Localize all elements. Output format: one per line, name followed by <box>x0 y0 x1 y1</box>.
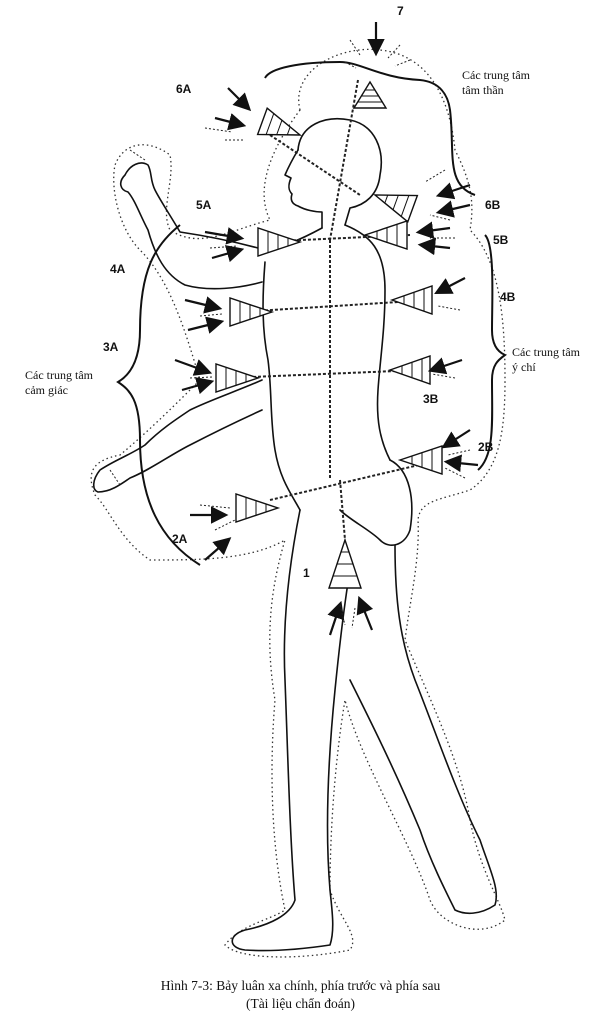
will-centers-label: Các trung tâm ý chí <box>512 345 580 374</box>
radiation-strokes <box>109 39 471 629</box>
chakra-cone-4a <box>229 297 275 327</box>
mental-centers-label: Các trung tâm tâm thần <box>462 68 530 97</box>
group-brackets <box>116 60 508 566</box>
chakra-cone-4b <box>389 285 433 315</box>
chakra-cone-6b <box>373 194 419 224</box>
mental-bracket <box>264 60 476 196</box>
chakra-label-1: 1 <box>303 566 310 580</box>
chakra-cone-5a <box>257 227 303 257</box>
chakra-label-5b: 5B <box>493 233 509 247</box>
chakra-label-3b: 3B <box>423 392 439 406</box>
chakra-cone-2b <box>397 445 443 475</box>
chakra-cone-3b <box>387 355 431 385</box>
chakra-label-3a: 3A <box>103 340 119 354</box>
figure-caption-source: (Tài liệu chẩn đoán) <box>245 996 356 1011</box>
chakra-cone-5b <box>362 220 408 250</box>
figure-caption: Hình 7-3: Bảy luân xa chính, phía trước … <box>160 978 441 993</box>
feeling-centers-label: Các trung tâm cảm giác <box>25 368 93 397</box>
chakra-cone-6a <box>256 106 302 136</box>
energy-arrows <box>174 22 479 636</box>
chakra-label-4a: 4A <box>110 262 126 276</box>
chakra-cone-1 <box>328 537 362 589</box>
aura-outline <box>90 48 506 958</box>
chakra-cone-3a <box>215 363 261 393</box>
chakra-label-5a: 5A <box>196 198 212 212</box>
chakra-label-2a: 2A <box>172 532 188 546</box>
chakra-label-2b: 2B <box>478 440 494 454</box>
chakra-cone-2a <box>235 493 281 523</box>
feeling-bracket <box>116 224 201 566</box>
chakra-label-4b: 4B <box>500 290 516 304</box>
chakra-label-7: 7 <box>397 4 404 18</box>
chakra-label-6b: 6B <box>485 198 501 212</box>
will-bracket <box>477 234 508 471</box>
chakra-cones <box>215 80 443 589</box>
chakra-label-6a: 6A <box>176 82 192 96</box>
chakra-cone-7 <box>352 80 388 109</box>
